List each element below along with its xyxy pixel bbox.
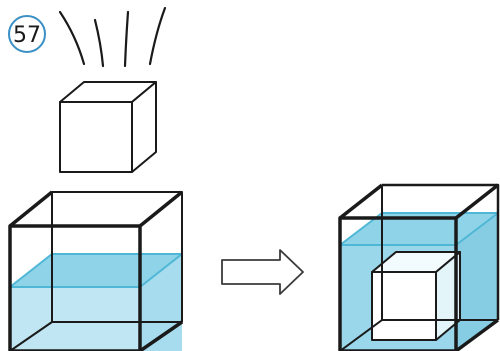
hollow-right-arrow-icon: [222, 250, 303, 294]
water-front-before: [10, 287, 140, 351]
submerged-cube: [372, 252, 460, 340]
problem-number-badge: 57: [9, 16, 45, 52]
drop-motion-lines-icon: [60, 8, 165, 66]
problem-number: 57: [13, 23, 41, 48]
tank-before: [10, 192, 182, 351]
tank-after: [340, 185, 498, 351]
falling-cube: [60, 82, 156, 172]
